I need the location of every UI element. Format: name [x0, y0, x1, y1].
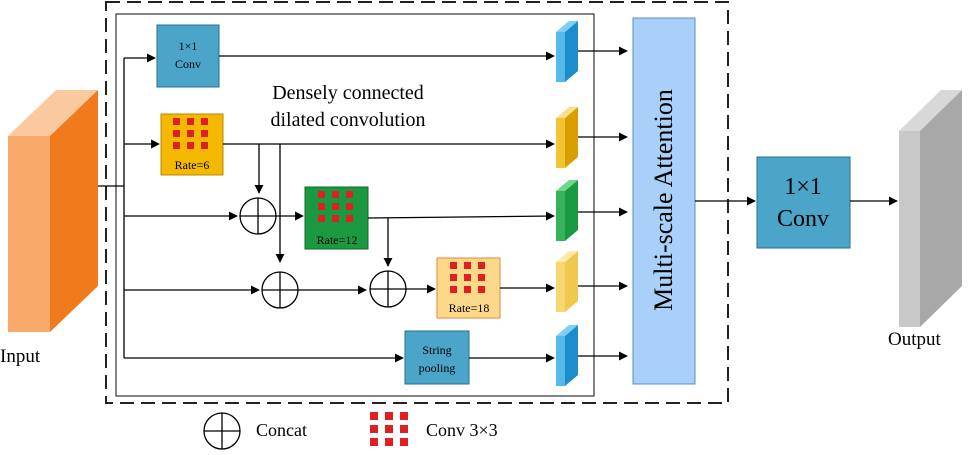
module-dashed-frame: [105, 1, 729, 404]
pooling-label-line1: String: [422, 343, 451, 357]
conv1x1-label-line2: Conv: [175, 57, 201, 71]
input-label: Input: [0, 346, 41, 367]
concat-node-1: [239, 197, 277, 235]
concat-node-3: [369, 270, 407, 308]
rate12-kernel-grid: [318, 191, 353, 222]
diagram-title-line2: dilated convolution: [271, 109, 426, 131]
feature-map-5: [556, 325, 578, 386]
diagram-title-line1: Densely connected: [272, 82, 424, 104]
feature-map-1: [556, 21, 578, 82]
output-feature-map: [899, 90, 962, 327]
rate18-label: Rate=18: [449, 301, 490, 315]
feature-map-4: [556, 251, 578, 312]
feature-map-3: [556, 180, 578, 241]
legend-concat-label: Concat: [256, 420, 307, 440]
output-label: Output: [888, 329, 942, 350]
final-conv-label-line1: 1×1: [784, 174, 822, 200]
rate18-kernel-grid: [450, 262, 485, 293]
input-feature-map: [8, 90, 98, 332]
pooling-label-line2: pooling: [419, 361, 456, 375]
conv1x1-box: [156, 24, 220, 88]
rate12-label: Rate=12: [317, 233, 358, 247]
input-top: [8, 90, 98, 136]
legend-conv3x3-icon: [370, 412, 408, 446]
attention-label: Multi-scale Attention: [649, 89, 678, 311]
legend-concat-icon: [203, 412, 241, 450]
string-pooling-box: [404, 330, 470, 385]
rate6-label: Rate=6: [175, 158, 210, 172]
legend-conv3x3-label: Conv 3×3: [426, 420, 498, 440]
final-conv1x1-box: [756, 156, 851, 249]
final-conv-label-line2: Conv: [777, 206, 829, 232]
feature-map-2: [556, 107, 578, 168]
multi-scale-attention-box: [632, 17, 696, 385]
rate6-kernel-grid: [173, 118, 208, 149]
concat-node-2: [261, 271, 299, 309]
conv1x1-label-line1: 1×1: [179, 39, 198, 53]
dense-block-frame: [115, 13, 595, 397]
